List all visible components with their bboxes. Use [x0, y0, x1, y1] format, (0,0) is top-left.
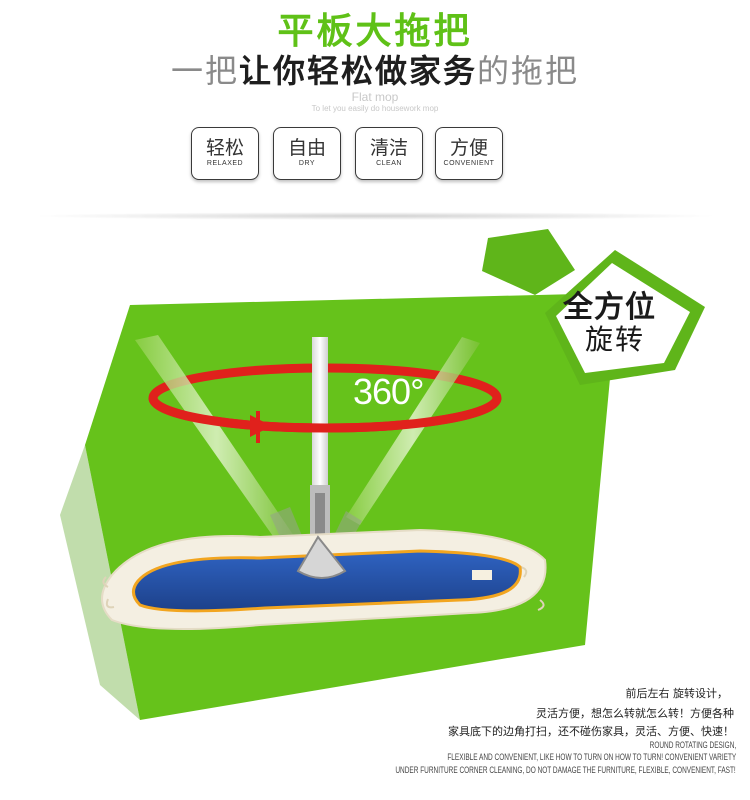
subtitle-suffix: 的拖把: [477, 52, 580, 90]
english-subtitle: To let you easily do housework mop: [311, 104, 439, 113]
feature-sublabel: CLEAN: [376, 160, 402, 167]
description-en-line-2: FLEXIBLE AND CONVENIENT, LIKE HOW TO TUR…: [447, 752, 736, 762]
mop-scene: [60, 229, 705, 720]
product-subtitle: 一把让你轻松做家务的拖把: [0, 46, 750, 92]
fringe-strands: [102, 566, 545, 611]
description-line-3: 家具底下的边角打扫，还不碰伤家具，灵活、方便、快速！: [448, 725, 734, 738]
rotation-ring-front: [148, 397, 502, 433]
badge-line-2: 旋转: [585, 323, 646, 356]
description-en-line-1: ROUND ROTATING DESIGN,: [649, 740, 736, 750]
subtitle-prefix: 一把: [170, 52, 239, 90]
feature-relaxed: 轻松 RELAXED: [191, 127, 259, 180]
feature-clean: 清洁 CLEAN: [355, 127, 423, 180]
feature-badges: 轻松 RELAXED 自由 DRY 清洁 CLEAN 方便 CONVENIENT: [191, 127, 511, 180]
feature-label: 方便: [449, 137, 488, 159]
badge-line-1: 全方位: [563, 290, 656, 325]
feature-convenient: 方便 CONVENIENT: [435, 127, 503, 180]
feature-label: 自由: [287, 137, 326, 159]
header-section: 平板大拖把 一把让你轻松做家务的拖把 Flat mop To let you e…: [0, 0, 750, 220]
description-en-line-3: UNDER FURNITURE CORNER CLEANING, DO NOT …: [395, 765, 736, 775]
feature-dry: 自由 DRY: [273, 127, 341, 180]
description-line-2: 灵活方便，想怎么转就怎么转！方便各种: [536, 707, 734, 720]
feature-label: 轻松: [205, 137, 244, 159]
mop-pad: [132, 549, 522, 613]
mop-bracket: [296, 535, 347, 579]
mop-label-tag: [472, 570, 492, 580]
feature-label: 清洁: [369, 137, 408, 159]
panel-shadow: [60, 445, 140, 720]
feature-sublabel: DRY: [298, 160, 316, 167]
badge-pentagon-inner: [556, 263, 690, 373]
description-line-1: 前后左右 旋转设计，: [625, 687, 729, 700]
feature-sublabel: CONVENIENT: [443, 160, 495, 167]
rotation-degree-label: 360°: [353, 371, 424, 412]
small-pentagon: [482, 229, 575, 295]
english-title: Flat mop: [351, 90, 399, 104]
subtitle-highlight: 让你轻松做家务: [238, 52, 477, 90]
feature-sublabel: RELAXED: [206, 160, 244, 167]
section-divider: [30, 212, 720, 220]
mop-handle-clamp: [315, 493, 325, 537]
mop-handle-center: [312, 337, 328, 492]
product-illustration: 360° 全方位 旋转 前后左右 旋转设计， 灵活方便，想怎么转就怎么转！方便各…: [0, 215, 750, 800]
product-title: 平板大拖把: [277, 11, 473, 52]
